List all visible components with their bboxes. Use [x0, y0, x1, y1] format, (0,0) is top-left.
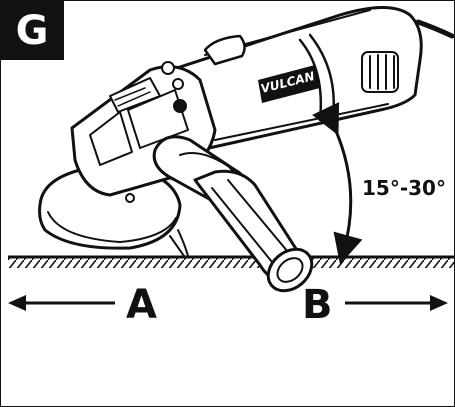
vent-slots-rear	[361, 51, 399, 93]
direction-right-label: B	[302, 282, 333, 328]
angle-label: 15°-30°	[362, 176, 446, 200]
arrow-right-icon	[345, 295, 448, 311]
direction-left-label: A	[126, 282, 157, 328]
power-switch	[203, 34, 246, 66]
power-cord	[415, 19, 455, 39]
figure-label-box: G	[0, 0, 64, 60]
arrow-left-icon	[8, 295, 115, 311]
side-handle	[152, 135, 314, 293]
figure-label: G	[15, 8, 49, 54]
angle-grinder-illustration: VULCAN	[38, 6, 455, 293]
work-surface	[8, 255, 454, 268]
angle-arc-arrow-icon	[312, 102, 363, 265]
